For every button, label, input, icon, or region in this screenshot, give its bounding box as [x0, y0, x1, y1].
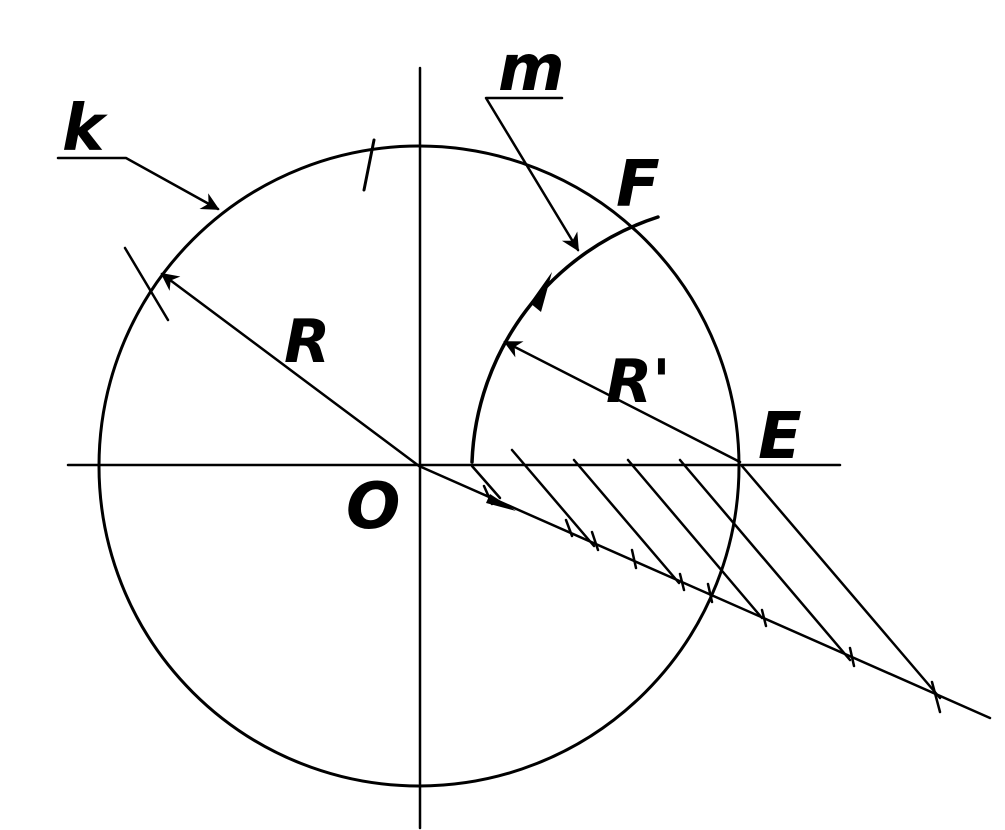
tick-mark-radius-r	[123, 246, 170, 322]
slanted-line-ticks	[482, 484, 942, 714]
radius-r-line	[160, 272, 421, 468]
slanted-line	[417, 464, 992, 720]
label-r-prime: R'	[606, 347, 671, 417]
slanted-line-arrowhead	[486, 494, 516, 511]
arc-m	[470, 215, 660, 464]
label-e: E	[758, 400, 802, 474]
arc-m-arrowhead	[530, 272, 552, 312]
leader-k	[56, 156, 220, 211]
hatched-region	[470, 448, 942, 700]
radius-r-prime-line	[503, 340, 742, 464]
label-f: F	[616, 148, 660, 222]
leader-m	[484, 96, 580, 252]
circle-k	[97, 144, 741, 788]
tick-mark-top	[362, 138, 376, 192]
label-o: O	[346, 470, 400, 544]
label-m: m	[498, 32, 565, 106]
label-k: k	[62, 92, 108, 166]
label-r: R	[284, 307, 330, 377]
